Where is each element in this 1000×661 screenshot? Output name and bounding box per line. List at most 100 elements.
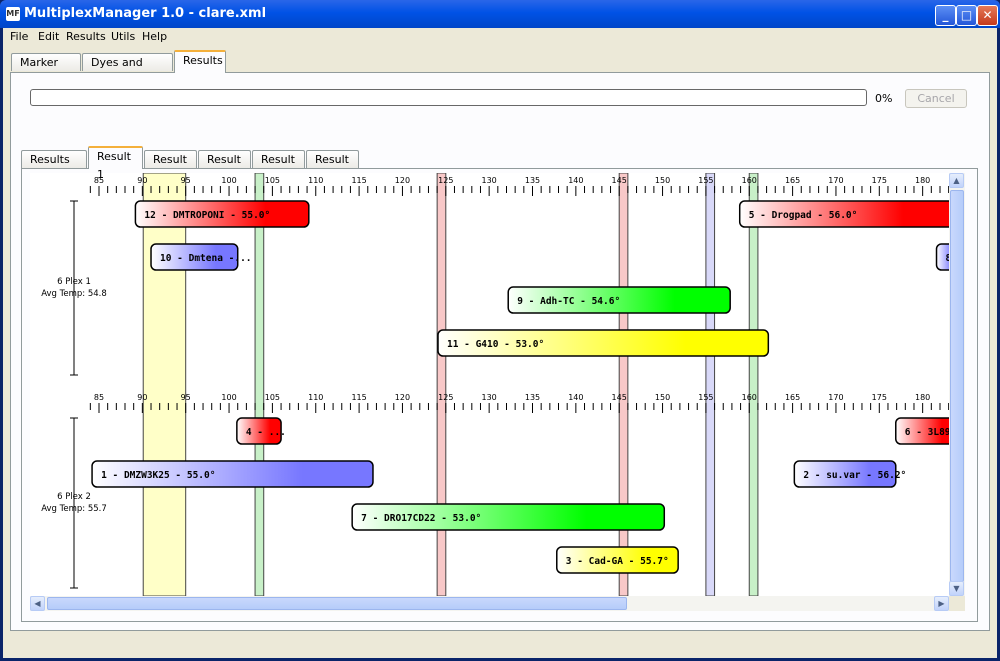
tab-results-log[interactable]: Results Log — [21, 150, 87, 184]
marker-band — [142, 173, 187, 596]
ruler-tick-label: 85 — [94, 176, 104, 185]
marker-bar[interactable] — [793, 460, 897, 488]
ruler-tick-label: 95 — [181, 176, 191, 185]
scroll-up-icon[interactable]: ▲ — [949, 173, 964, 188]
vertical-scrollbar[interactable]: ▲ ▼ — [949, 173, 965, 596]
ruler-tick-label: 165 — [785, 176, 800, 185]
marker-bar-label: 7 - DRO17CD22 - 53.0° — [361, 513, 481, 524]
ruler-tick-label: 160 — [742, 176, 757, 185]
ruler-tick-label: 105 — [265, 393, 280, 402]
ruler-tick-label: 120 — [395, 393, 410, 402]
maximize-button[interactable]: □ — [956, 5, 977, 26]
multiplex-viewport[interactable]: 85 90 95 100 105 110 115 120 125 130 135 140 145 150 1… — [30, 173, 949, 596]
marker-band — [618, 173, 629, 596]
marker-bar[interactable] — [134, 200, 310, 228]
ruler-tick-label: 125 — [438, 176, 453, 185]
tab-result-2[interactable]: Result 2 — [144, 150, 197, 184]
tab-marker-data[interactable]: Marker Data — [11, 53, 81, 87]
menu-file[interactable]: File — [10, 30, 29, 43]
plex-name: 6 Plex 2 — [57, 492, 91, 502]
ruler-tick-label: 110 — [308, 393, 323, 402]
marker-bar[interactable] — [150, 243, 239, 271]
ruler-tick-label: 135 — [525, 393, 540, 402]
progress-percent: 0% — [875, 92, 893, 105]
horizontal-scrollbar[interactable]: ◀ ▶ — [30, 596, 949, 611]
marker-bar[interactable] — [351, 503, 666, 531]
ruler-tick-label: 100 — [221, 393, 236, 402]
marker-bar[interactable] — [895, 417, 949, 445]
menu-results[interactable]: Results — [66, 30, 106, 43]
tab-result-1[interactable]: Result 1 — [88, 146, 143, 181]
marker-bar-label: 10 - Dmtena -... — [160, 253, 252, 264]
progress-bar — [30, 89, 867, 106]
tab-result-5[interactable]: Result 5 — [306, 150, 359, 184]
marker-bar[interactable] — [556, 546, 679, 574]
ruler-tick-label: 180 — [915, 176, 930, 185]
marker-bar-label: 8 — [946, 253, 949, 264]
menu-edit[interactable]: Edit — [38, 30, 60, 43]
marker-band — [436, 173, 447, 596]
menu-bar: File Edit Results Utils Help — [3, 28, 997, 46]
window-title: MultiplexManager 1.0 - clare.xml — [24, 6, 267, 21]
ruler-tick-label: 125 — [438, 393, 453, 402]
ruler-tick-label: 175 — [872, 176, 887, 185]
plex-name: 6 Plex 1 — [57, 277, 91, 287]
app-icon: MF — [6, 7, 20, 21]
close-button[interactable]: ✕ — [977, 5, 998, 26]
scroll-down-icon[interactable]: ▼ — [949, 581, 964, 596]
ruler-tick-label: 155 — [698, 393, 713, 402]
vertical-scroll-thumb[interactable] — [950, 190, 964, 582]
marker-bar[interactable] — [236, 417, 282, 445]
cancel-button[interactable]: Cancel — [905, 89, 967, 108]
ruler-tick-label: 90 — [137, 176, 147, 185]
marker-bar[interactable] — [738, 200, 949, 228]
marker-bar-label: 2 - su.var - 56.2° — [803, 470, 906, 481]
marker-band — [748, 173, 759, 596]
plex-avg-temp: Avg Temp: 54.8 — [41, 289, 107, 299]
minimize-button[interactable]: _ — [935, 5, 956, 26]
ruler-tick-label: 90 — [137, 393, 147, 402]
ruler-tick-label: 145 — [612, 176, 627, 185]
ruler-tick-label: 150 — [655, 176, 670, 185]
marker-bar[interactable] — [437, 329, 770, 357]
menu-help[interactable]: Help — [142, 30, 168, 43]
ruler-tick-label: 120 — [395, 176, 410, 185]
ruler-tick-label: 170 — [828, 393, 843, 402]
ruler-tick-label: 130 — [482, 176, 497, 185]
ruler-tick-label: 145 — [612, 393, 627, 402]
ruler-tick-label: 95 — [181, 393, 191, 402]
marker-bar-label: 1 - DMZW3K25 - 55.0° — [101, 470, 215, 481]
ruler-tick-label: 160 — [742, 393, 757, 402]
marker-bar-label: 6 - 3L89397€ — [905, 427, 949, 438]
ruler-tick-label: 140 — [568, 176, 583, 185]
ruler-tick-label: 165 — [785, 393, 800, 402]
scroll-right-icon[interactable]: ▶ — [934, 596, 949, 611]
horizontal-scroll-thumb[interactable] — [47, 597, 627, 610]
marker-bar-label: 5 - Drogpad - 56.0° — [749, 210, 858, 221]
tab-result-4[interactable]: Result 4 — [252, 150, 305, 184]
scroll-left-icon[interactable]: ◀ — [30, 596, 45, 611]
ruler-tick-label: 135 — [525, 176, 540, 185]
ruler-tick-label: 130 — [482, 393, 497, 402]
marker-bar[interactable] — [91, 460, 374, 488]
ruler-tick-label: 140 — [568, 393, 583, 402]
marker-bar-label: 12 - DMTROPONI - 55.0° — [144, 210, 270, 221]
marker-bar[interactable] — [935, 243, 949, 271]
ruler-tick-label: 170 — [828, 176, 843, 185]
ruler-tick-label: 155 — [698, 176, 713, 185]
tab-results[interactable]: Results — [174, 50, 226, 73]
scroll-corner — [949, 596, 965, 611]
ruler-tick-label: 150 — [655, 393, 670, 402]
tab-dyes-and-options[interactable]: Dyes and Options — [82, 53, 173, 87]
ruler-tick-label: 115 — [351, 176, 366, 185]
title-bar[interactable]: MF MultiplexManager 1.0 - clare.xml _ □ … — [0, 0, 1000, 28]
multiplex-plot: 85 90 95 100 105 110 115 120 125 130 135 140 145 150 1… — [41, 173, 949, 596]
marker-band — [254, 173, 265, 596]
ruler-tick-label: 180 — [915, 393, 930, 402]
marker-bar-label: 11 - G410 - 53.0° — [447, 339, 544, 350]
marker-bar[interactable] — [507, 286, 731, 314]
menu-utils[interactable]: Utils — [111, 30, 136, 43]
ruler-tick-label: 85 — [94, 393, 104, 402]
tab-result-3[interactable]: Result 3 — [198, 150, 251, 184]
